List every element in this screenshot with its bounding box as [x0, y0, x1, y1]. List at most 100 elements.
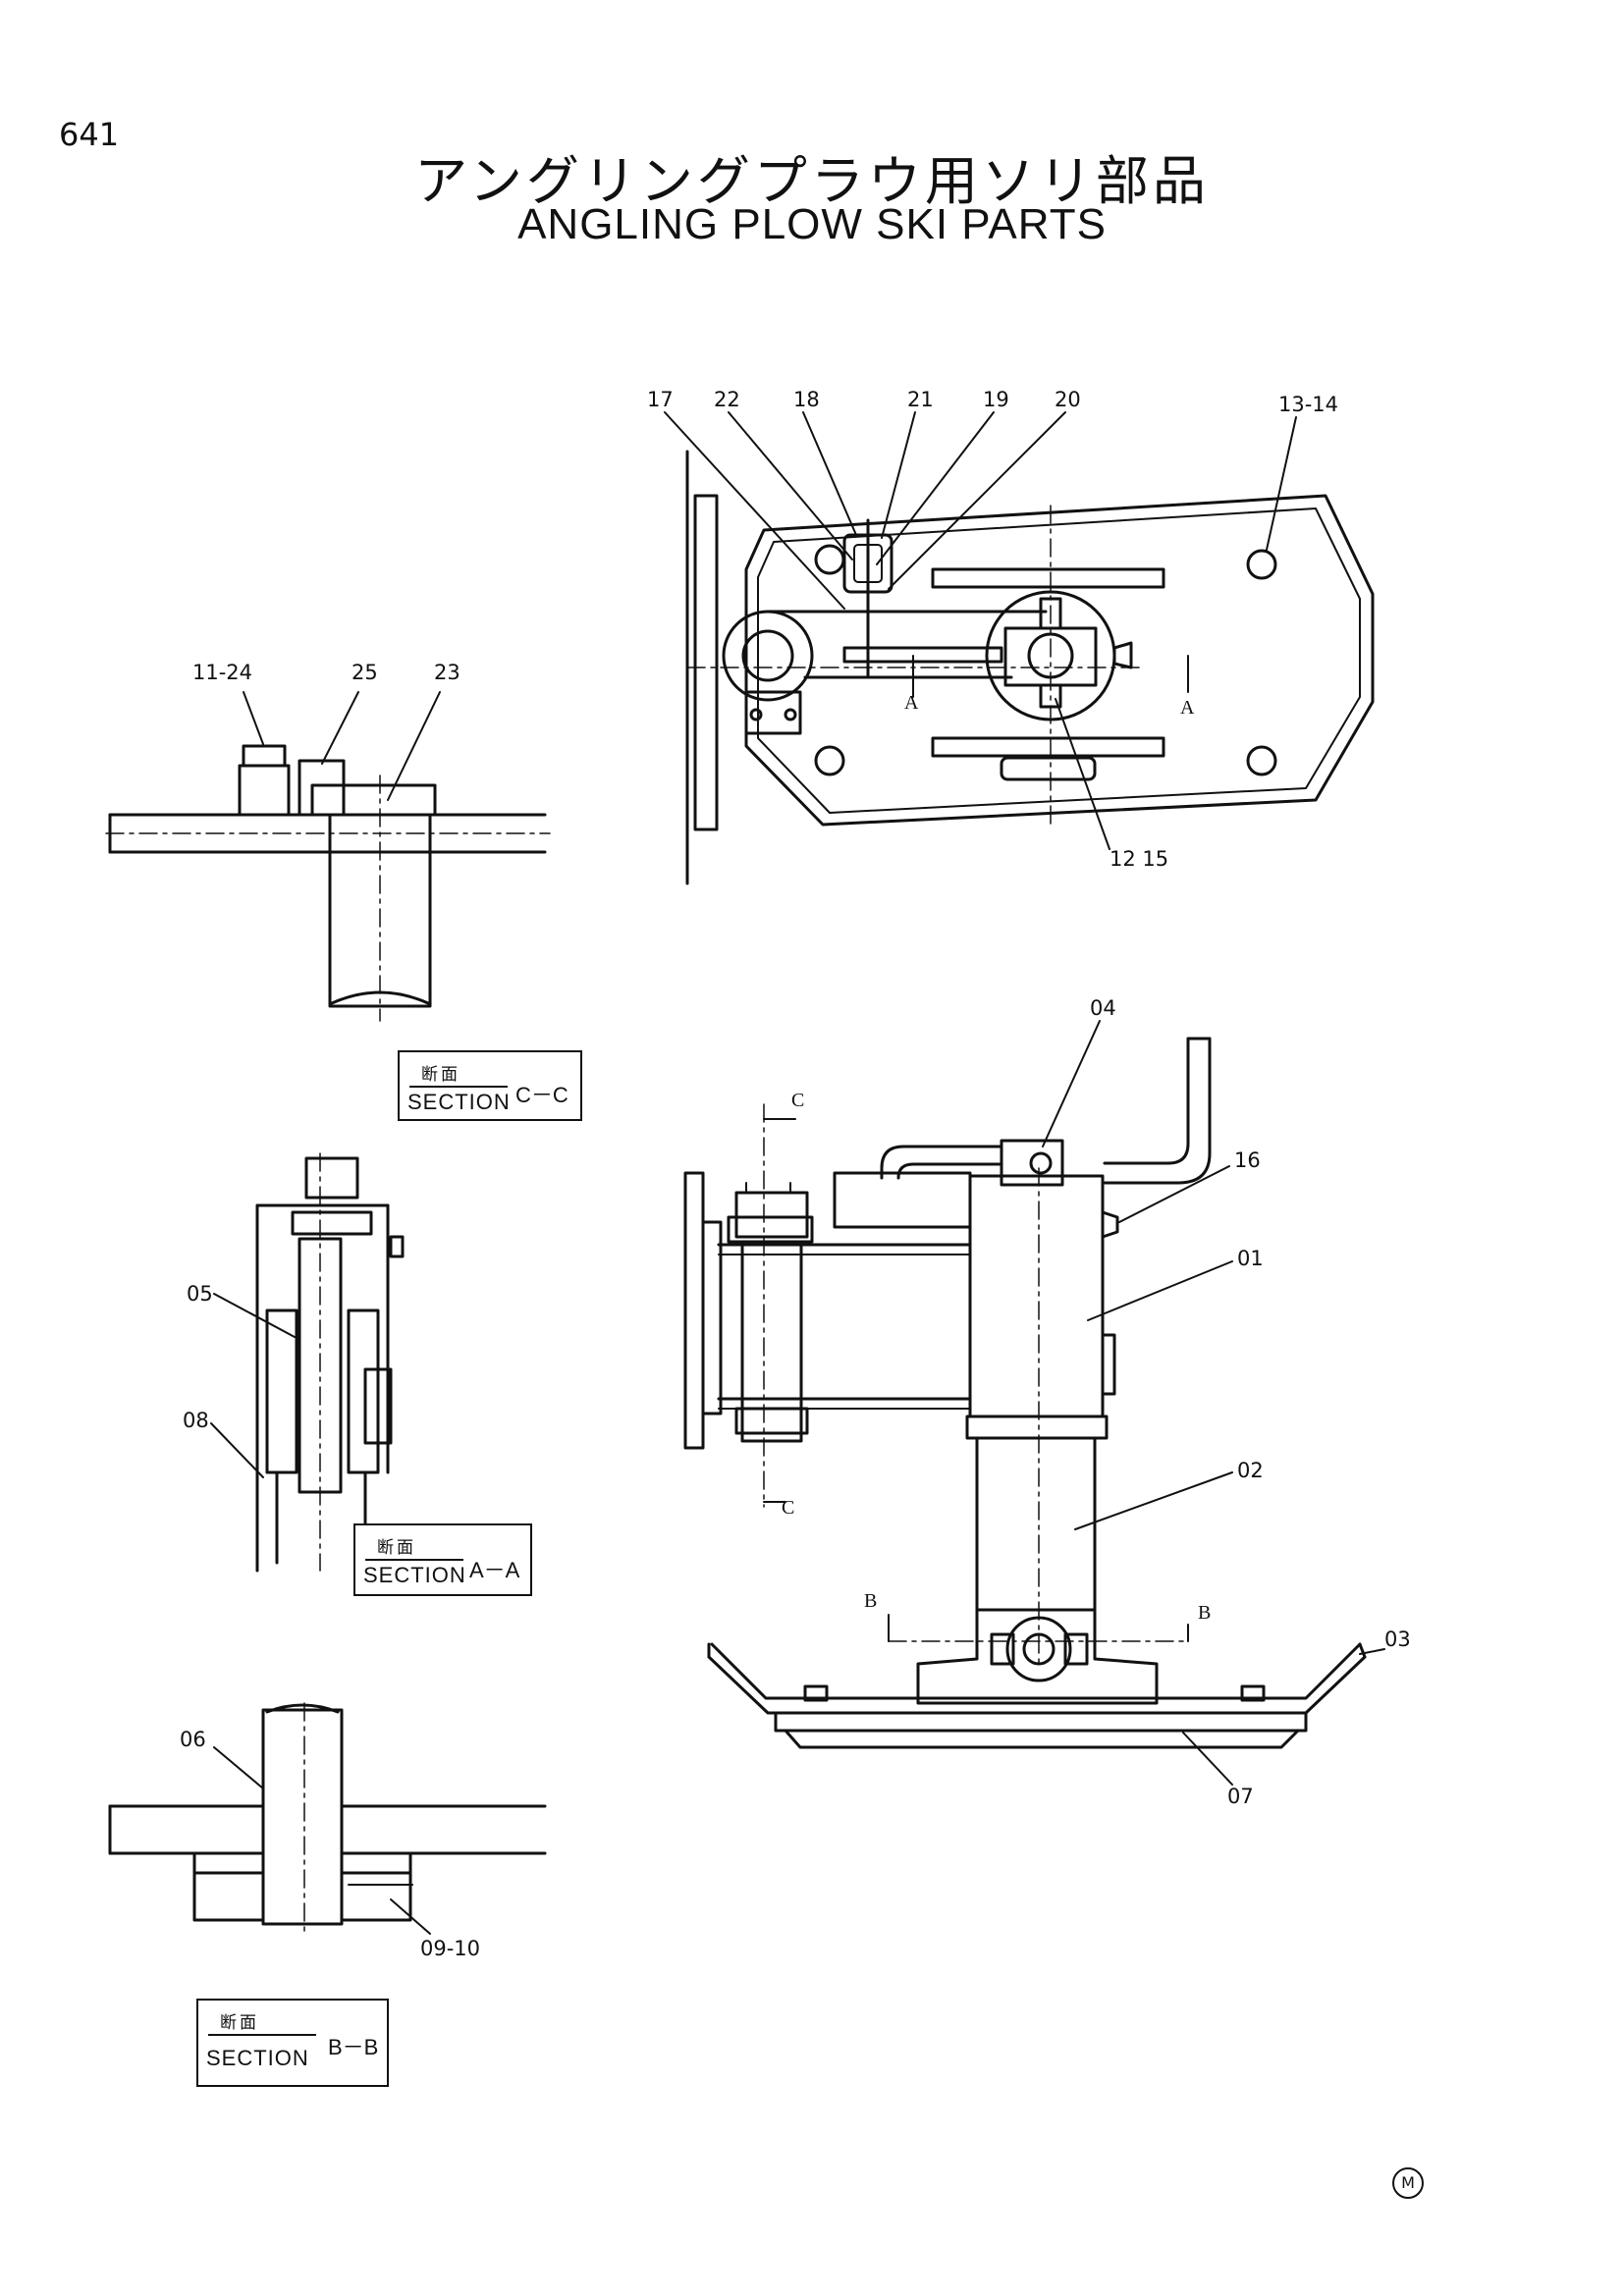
section-cc-view	[105, 691, 551, 1022]
callout-01: 01	[1237, 1247, 1264, 1270]
side-view-ski-tip-r	[1358, 1642, 1367, 1659]
side-view-foot-hub-inner	[1022, 1632, 1056, 1666]
side-view-grease-fitting	[1101, 1210, 1119, 1239]
callout-22: 22	[714, 388, 740, 411]
section-cc-en: SECTION	[407, 1090, 511, 1114]
leader-11-24	[243, 691, 264, 745]
callout-23: 23	[434, 661, 460, 684]
top-view-rail-upper	[931, 567, 1165, 589]
callout-11-24: 11-24	[192, 661, 253, 684]
side-view-foot-nut-l	[990, 1632, 1015, 1666]
side-view-cylinder	[968, 1174, 1105, 1418]
top-view-skid-plate	[744, 494, 1375, 827]
section-cc-rule	[409, 1086, 508, 1088]
callout-25: 25	[352, 661, 378, 684]
top-view-rail-lower	[931, 736, 1165, 758]
side-view-ski-bolt-r	[1240, 1684, 1266, 1702]
section-bb-washer-r	[340, 1851, 412, 1875]
leader-03	[1359, 1648, 1385, 1655]
title-english: ANGLING PLOW SKI PARTS	[517, 200, 1107, 248]
leader-17	[664, 411, 845, 610]
leader-02	[1074, 1471, 1233, 1530]
side-view-ski-shoe-bottom	[784, 1729, 1300, 1749]
side-view-ski-shoe	[774, 1711, 1308, 1733]
section-bb-washer-l	[192, 1851, 265, 1875]
cut-a-label-right: A	[1180, 697, 1195, 719]
section-bb-rule	[208, 2034, 316, 2036]
leader-20	[888, 411, 1066, 590]
section-cc-jp: 断面	[421, 1065, 460, 1085]
section-bb-nut-l	[192, 1871, 265, 1922]
leader-09-10	[390, 1898, 431, 1935]
section-cc-bolt-body	[238, 764, 291, 817]
callout-08: 08	[183, 1409, 209, 1432]
section-bb-id: B－B	[328, 2035, 379, 2059]
side-view-foot-nut-r	[1063, 1632, 1089, 1666]
callout-17: 17	[647, 388, 674, 411]
leader-13-14	[1266, 416, 1297, 551]
top-view-mount-plate	[693, 494, 719, 831]
leader-16	[1118, 1165, 1230, 1223]
leader-01	[1087, 1260, 1233, 1321]
section-aa-pin-top	[304, 1156, 359, 1200]
callout-02: 02	[1237, 1459, 1264, 1482]
callout-04: 04	[1090, 996, 1116, 1020]
side-view-tube	[975, 1436, 1097, 1612]
cut-c-label-top: C	[791, 1090, 805, 1111]
top-view-grease-nipple	[1112, 641, 1133, 669]
section-aa-id: A－A	[469, 1558, 520, 1582]
section-aa-en: SECTION	[363, 1563, 466, 1587]
section-aa-grease	[389, 1235, 405, 1258]
callout-13-14: 13-14	[1278, 393, 1339, 416]
callout-05: 05	[187, 1282, 213, 1306]
callout-06: 06	[180, 1728, 206, 1751]
top-view-eye-bolt-a	[749, 708, 763, 721]
manufacturer-mark: M	[1392, 2167, 1424, 2199]
side-view-ski-top	[710, 1642, 1362, 1700]
side-view-side-plate	[1101, 1333, 1116, 1396]
top-view-eye-block	[744, 690, 802, 735]
side-view-ski-bolt-l	[803, 1684, 829, 1702]
side-view-top-bracket	[833, 1171, 972, 1229]
side-view-handle-inner	[1103, 1037, 1212, 1185]
section-label-bb: 断面 SECTION B－B	[196, 1999, 389, 2087]
cut-c-label-bottom: C	[782, 1497, 795, 1519]
cut-b-label-left: B	[864, 1590, 878, 1612]
leader-22	[728, 411, 853, 561]
section-bb-nut-r	[340, 1871, 412, 1922]
callout-20: 20	[1055, 388, 1081, 411]
side-view-bolt-washer	[727, 1215, 814, 1244]
section-aa-spacer-l	[265, 1308, 298, 1474]
top-view-eye-inner	[741, 629, 794, 682]
top-view-hole-tr	[1246, 549, 1277, 580]
leader-23	[387, 691, 441, 801]
side-view-pipe-inner	[896, 1162, 1003, 1180]
callout-19: 19	[983, 388, 1009, 411]
section-label-cc: 断面 SECTION C－C	[398, 1050, 582, 1121]
side-view-foot-hub	[1005, 1616, 1072, 1682]
section-bb-jp: 断面	[220, 2013, 259, 2033]
section-cc-bolt-head	[242, 744, 287, 768]
side-view-mount-plate	[683, 1171, 705, 1450]
callout-18: 18	[793, 388, 820, 411]
callout-16: 16	[1234, 1148, 1261, 1172]
section-aa-collar	[291, 1210, 373, 1236]
section-aa-bushing	[363, 1367, 393, 1445]
callout-09-10: 09-10	[420, 1937, 481, 1960]
cut-a-label-left: A	[904, 692, 919, 714]
leader-04	[1042, 1020, 1101, 1148]
section-label-aa: 断面 SECTION A－A	[353, 1523, 532, 1596]
leader-12-15	[1055, 698, 1110, 850]
section-cc-washer	[310, 783, 437, 817]
side-view-collar	[965, 1415, 1109, 1440]
section-bb-view	[108, 1702, 547, 1935]
callout-07: 07	[1227, 1785, 1254, 1808]
leader-05	[213, 1293, 296, 1338]
cut-b-label-right: B	[1198, 1602, 1212, 1624]
top-view-skid-inner	[757, 507, 1361, 814]
leader-06	[213, 1746, 264, 1789]
leader-07	[1182, 1732, 1233, 1786]
section-bb-shaft	[261, 1708, 344, 1926]
side-view-bolt-body	[740, 1243, 803, 1443]
